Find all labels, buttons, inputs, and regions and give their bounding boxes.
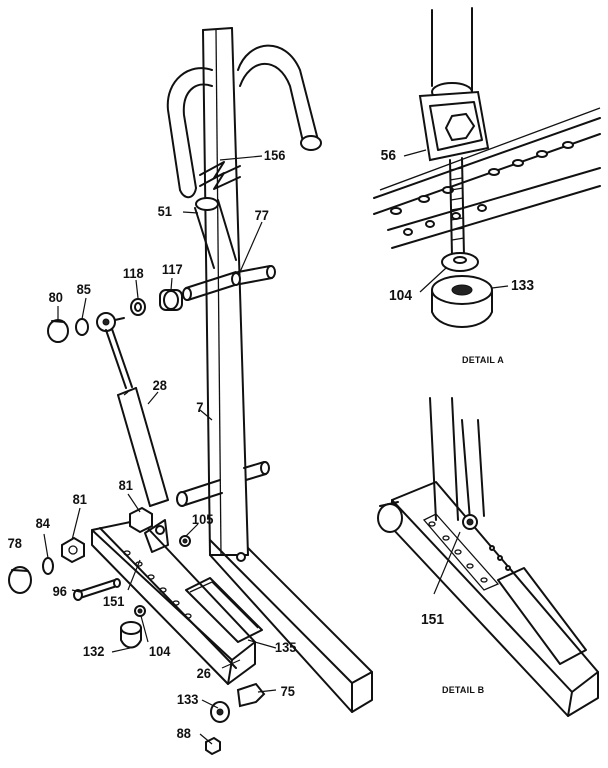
cylinder-28	[105, 328, 169, 507]
label-part-96: 96	[52, 583, 67, 599]
handlebar-51	[166, 44, 322, 269]
label-part-151-detail: 151	[421, 611, 445, 628]
label-part-132: 132	[82, 643, 105, 659]
knob-assembly-left	[8, 536, 85, 594]
detail-a-drawing	[373, 7, 601, 328]
label-part-135: 135	[274, 639, 297, 655]
label-part-81-lower: 81	[72, 491, 87, 507]
label-part-26: 26	[196, 665, 211, 681]
label-part-81-upper: 81	[118, 477, 133, 493]
label-part-84: 84	[35, 515, 50, 531]
label-part-105: 105	[191, 511, 214, 527]
label-part-104-detail: 104	[389, 287, 413, 304]
label-part-28: 28	[152, 377, 167, 393]
label-part-77: 77	[254, 207, 269, 223]
base-track-26	[73, 506, 263, 685]
label-part-56: 56	[380, 147, 397, 164]
label-part-51: 51	[157, 203, 172, 219]
leader-lines-main	[43, 155, 277, 745]
label-part-85: 85	[76, 281, 91, 297]
label-part-156: 156	[263, 147, 286, 163]
upright-frame-7	[202, 27, 373, 713]
detail-b-drawing	[377, 397, 599, 717]
label-part-133-main: 133	[176, 691, 199, 707]
detail-b-caption: DETAIL B	[442, 685, 485, 695]
label-part-104-main: 104	[148, 643, 171, 659]
label-part-78: 78	[7, 535, 22, 551]
label-part-118: 118	[122, 265, 144, 281]
label-part-133-detail: 133	[511, 277, 535, 294]
label-part-117: 117	[161, 261, 183, 277]
side-pegs	[176, 265, 276, 507]
small-hardware-top	[47, 289, 183, 343]
label-part-88: 88	[176, 725, 191, 741]
label-part-151-main: 151	[102, 593, 125, 609]
small-hardware-bottom	[120, 605, 266, 756]
label-part-80: 80	[48, 289, 63, 305]
label-part-75: 75	[280, 683, 295, 699]
detail-a-caption: DETAIL A	[462, 355, 504, 365]
label-part-7: 7	[196, 399, 204, 415]
